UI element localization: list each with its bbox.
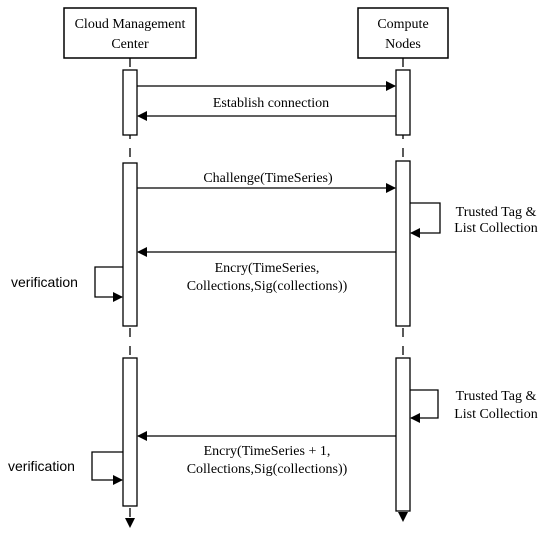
- label-encry-1-line2: Collections,Sig(collections)): [187, 279, 348, 294]
- selfcall-trusted-2: [410, 389, 439, 423]
- lifeline-left-end-arrow: [125, 518, 135, 528]
- activation-left-3: [122, 357, 138, 507]
- label-encry-2-line1: Encry(TimeSeries + 1,: [204, 444, 331, 459]
- activation-right-3: [395, 357, 411, 512]
- participant-compute-nodes: Compute Nodes: [357, 7, 449, 59]
- participant-right-line1: Compute: [377, 17, 428, 32]
- label-trusted-2-line1: Trusted Tag &: [456, 389, 537, 404]
- label-trusted-1-line1: Trusted Tag &: [456, 205, 537, 220]
- selfcall-verification-1: [94, 266, 123, 302]
- label-challenge: Challenge(TimeSeries): [203, 171, 333, 186]
- activation-right-2: [395, 160, 411, 327]
- participant-left-line2: Center: [111, 37, 149, 52]
- label-trusted-1-line2: List Collection: [454, 221, 538, 236]
- participant-cloud-management-center: Cloud Management Center: [63, 7, 197, 59]
- participant-left-line1: Cloud Management: [75, 17, 186, 32]
- activation-right-1: [395, 69, 411, 136]
- label-encry-1-line1: Encry(TimeSeries,: [215, 261, 320, 276]
- participant-right-line2: Nodes: [385, 37, 421, 52]
- selfcall-verification-2: [91, 451, 123, 485]
- label-verification-1: verification: [11, 274, 78, 290]
- label-verification-2: verification: [8, 458, 75, 474]
- activation-left-2: [122, 162, 138, 327]
- label-establish-connection: Establish connection: [213, 96, 329, 111]
- activation-left-1: [122, 69, 138, 136]
- selfcall-trusted-1: [410, 202, 441, 238]
- label-trusted-2-line2: List Collection: [454, 407, 538, 422]
- label-encry-2-line2: Collections,Sig(collections)): [187, 462, 348, 477]
- lifeline-right-end-arrow: [398, 512, 408, 522]
